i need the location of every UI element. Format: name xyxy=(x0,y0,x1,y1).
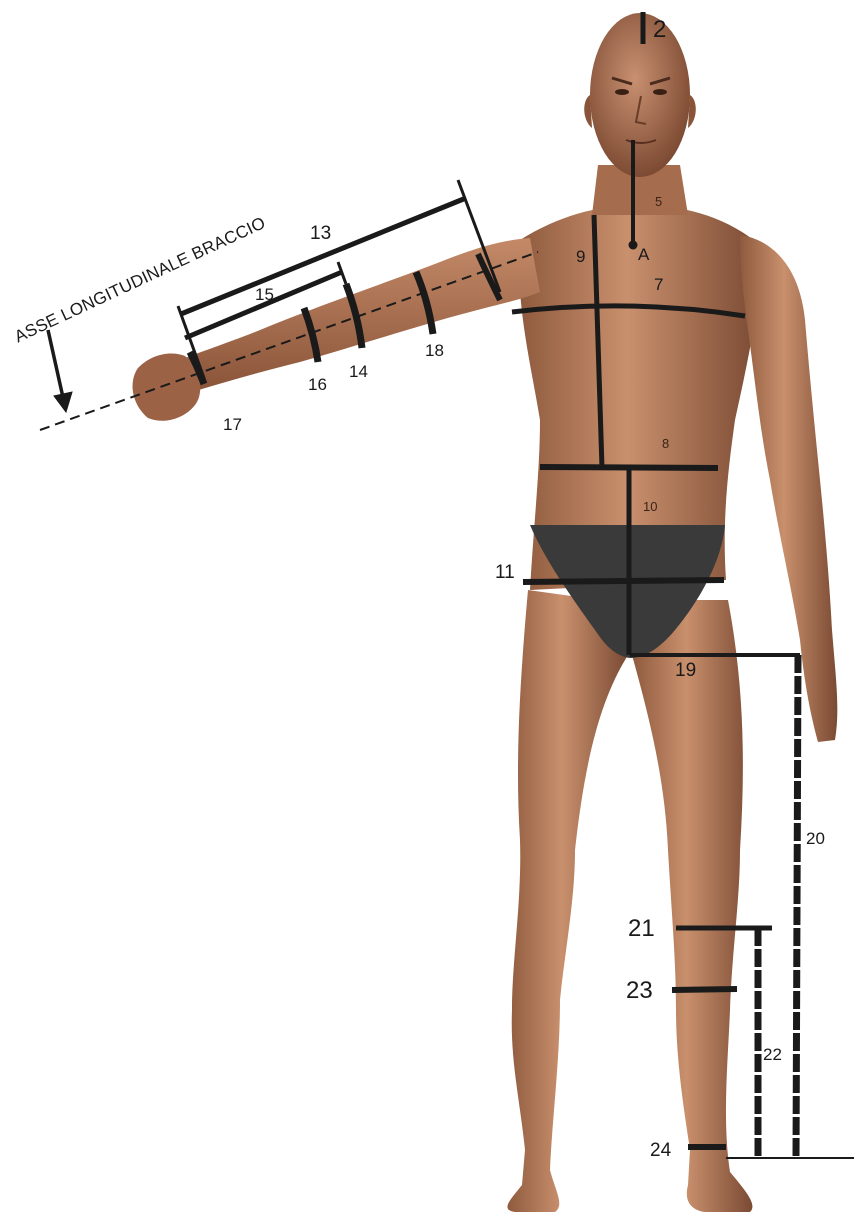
label-17: 17 xyxy=(223,416,242,433)
label-10: 10 xyxy=(643,500,657,513)
label-a: A xyxy=(638,246,649,263)
measurement-lines xyxy=(40,12,854,1158)
left-leg-shape xyxy=(507,590,628,1212)
label-14: 14 xyxy=(349,363,368,380)
label-23: 23 xyxy=(626,979,653,1003)
label-24: 24 xyxy=(650,1141,671,1160)
label-13: 13 xyxy=(310,224,331,243)
label-21: 21 xyxy=(628,917,655,941)
label-8: 8 xyxy=(662,437,669,450)
fist-shape xyxy=(133,353,201,420)
arm-longitudinal-axis xyxy=(40,252,538,430)
point-a-marker xyxy=(629,241,637,249)
label-7: 7 xyxy=(654,276,663,293)
right-leg-shape xyxy=(632,600,752,1212)
label-11: 11 xyxy=(495,563,515,582)
label-18: 18 xyxy=(425,342,444,359)
human-figure xyxy=(133,13,838,1212)
axis-arrow-shaft xyxy=(48,330,64,402)
measure-line-20 xyxy=(796,655,798,1158)
head-shape xyxy=(590,13,690,177)
label-19: 19 xyxy=(675,661,696,680)
axis-arrow-head xyxy=(54,392,72,412)
label-15: 15 xyxy=(255,286,274,303)
measure-line-23 xyxy=(672,989,737,990)
measure-line-11 xyxy=(523,580,724,582)
label-9: 9 xyxy=(576,248,585,265)
measure-line-8 xyxy=(540,467,718,468)
label-2: 2 xyxy=(653,18,666,42)
hanging-arm-shape xyxy=(740,235,837,742)
label-20: 20 xyxy=(806,830,825,847)
label-5: 5 xyxy=(655,195,662,208)
label-22: 22 xyxy=(763,1046,782,1063)
label-16: 16 xyxy=(308,376,327,393)
